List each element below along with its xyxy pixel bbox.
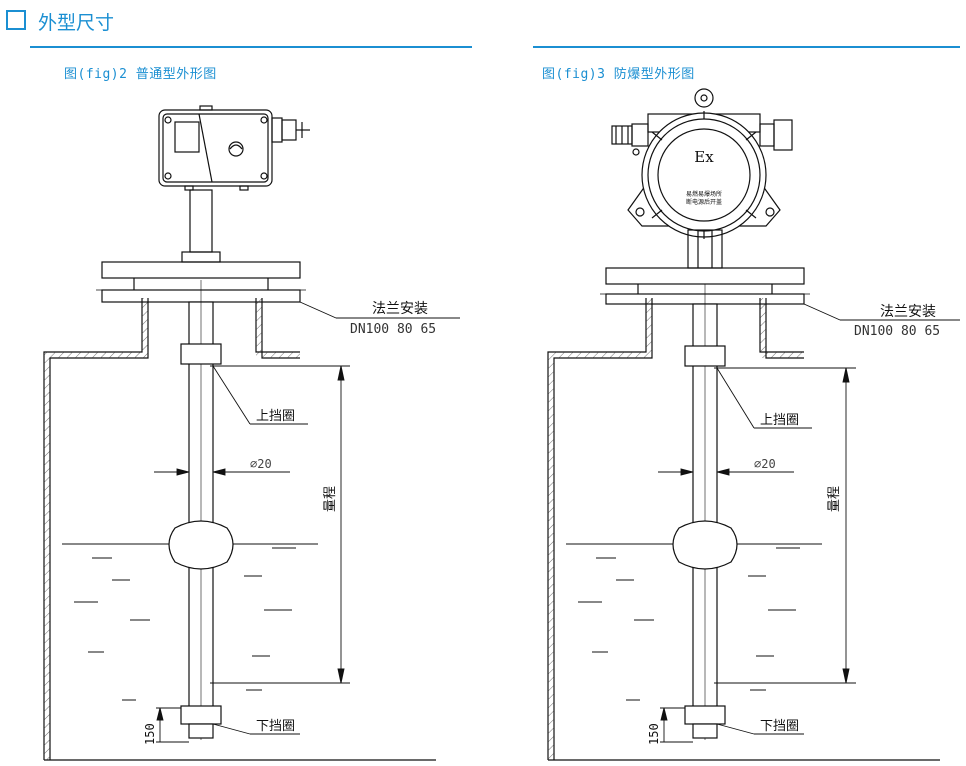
fig3-flange-sizes: DN100 80 65 [854,324,940,339]
right-divider [533,46,960,48]
fig2-lower-ring-label: 下挡圈 [256,719,295,734]
fig3-range-label: 量程 [827,486,842,512]
fig3-float [672,520,738,570]
fig3-lower-ring-label: 下挡圈 [760,719,799,734]
fig3-drawing [547,88,960,761]
fig3-ex-mark: Ex [694,148,714,166]
fig3-diameter-label: ⌀20 [754,457,776,471]
fig2-rod [168,280,234,740]
fig2-caption: 图(fig)2 普通型外形图 [64,67,217,82]
fig3-housing [611,88,793,269]
fig3-warning-line2: 断电源后开盖 [686,198,722,206]
fig3-caption: 图(fig)3 防爆型外形图 [542,67,695,82]
fig3-tank [547,298,940,761]
fig2-flange-label: 法兰安装 [372,301,428,317]
left-divider [30,46,472,48]
fig3-rod [672,284,738,740]
fig2-drawing [43,105,460,761]
fig3-upper-ring-label: 上挡圈 [760,413,799,428]
section-title: 外型尺寸 [38,12,115,34]
fig2-flange-sizes: DN100 80 65 [350,322,436,337]
fig2-diameter-label: ⌀20 [250,457,272,471]
fig2-housing [158,105,310,187]
fig3-flange-label: 法兰安装 [880,304,936,320]
fig2-tank [43,298,436,761]
fig3-bottom-dim: 150 [647,723,661,745]
fig2-stem [96,185,306,303]
fig3-warning-line1: 易燃易爆场所 [686,190,722,198]
fig2-float [168,520,234,570]
section-marker-icon [6,10,26,30]
fig2-labels: 法兰安装 DN100 80 65 上挡圈 下挡圈 ⌀20 量程 150 [143,301,436,745]
fig2-bottom-dim: 150 [143,723,157,745]
fig2-upper-ring-label: 上挡圈 [256,409,295,424]
fig2-range-label: 量程 [323,486,338,512]
fig3-labels: Ex 易燃易爆场所 断电源后开盖 法兰安装 DN100 80 65 上挡圈 下挡… [647,148,940,745]
